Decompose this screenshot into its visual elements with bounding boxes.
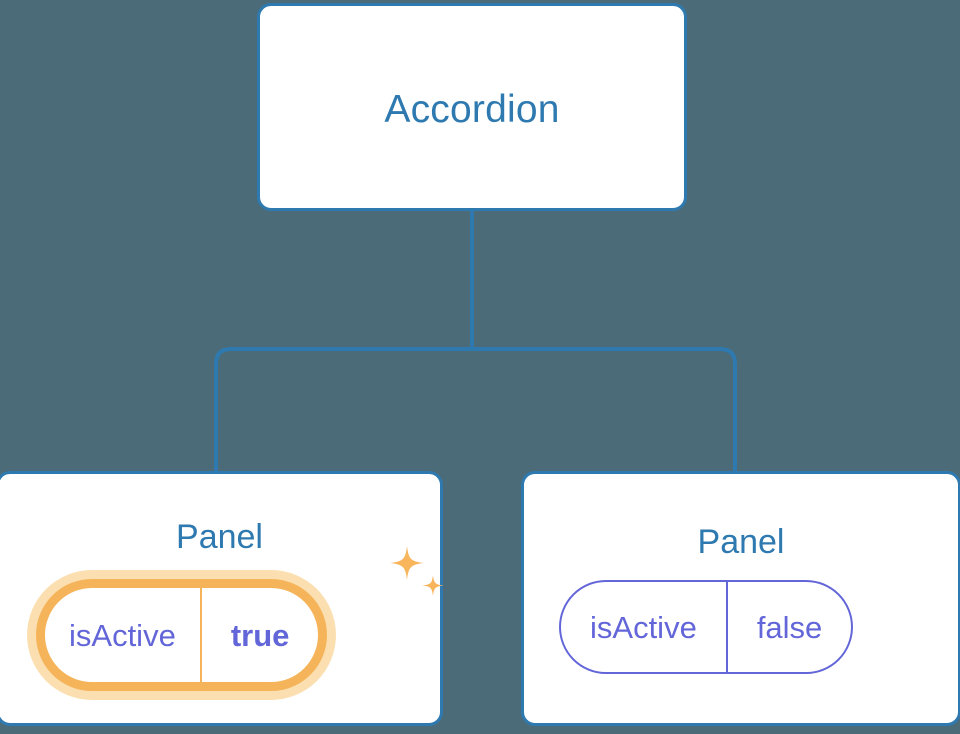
node-panel-1-title: Panel xyxy=(697,523,785,561)
prop-pill-isactive-true[interactable]: isActive true xyxy=(36,579,328,691)
prop-pill-wrapper-1: isActive false xyxy=(559,580,854,674)
node-panel-0[interactable]: Panel isActive true xyxy=(0,471,443,726)
prop-value-label: true xyxy=(230,617,290,653)
node-accordion[interactable]: Accordion xyxy=(257,3,687,211)
node-accordion-title: Accordion xyxy=(384,88,560,131)
prop-key-label: isActive xyxy=(45,588,202,682)
node-panel-1[interactable]: Panel isActive false xyxy=(521,471,960,726)
node-panel-0-title: Panel xyxy=(176,518,263,556)
prop-pill-wrapper-0: isActive true xyxy=(36,579,328,691)
connector-split-bar xyxy=(214,347,737,471)
prop-key-label: isActive xyxy=(561,582,728,672)
prop-pill-isactive-false[interactable]: isActive false xyxy=(559,580,854,674)
prop-value-label: false xyxy=(756,609,823,645)
